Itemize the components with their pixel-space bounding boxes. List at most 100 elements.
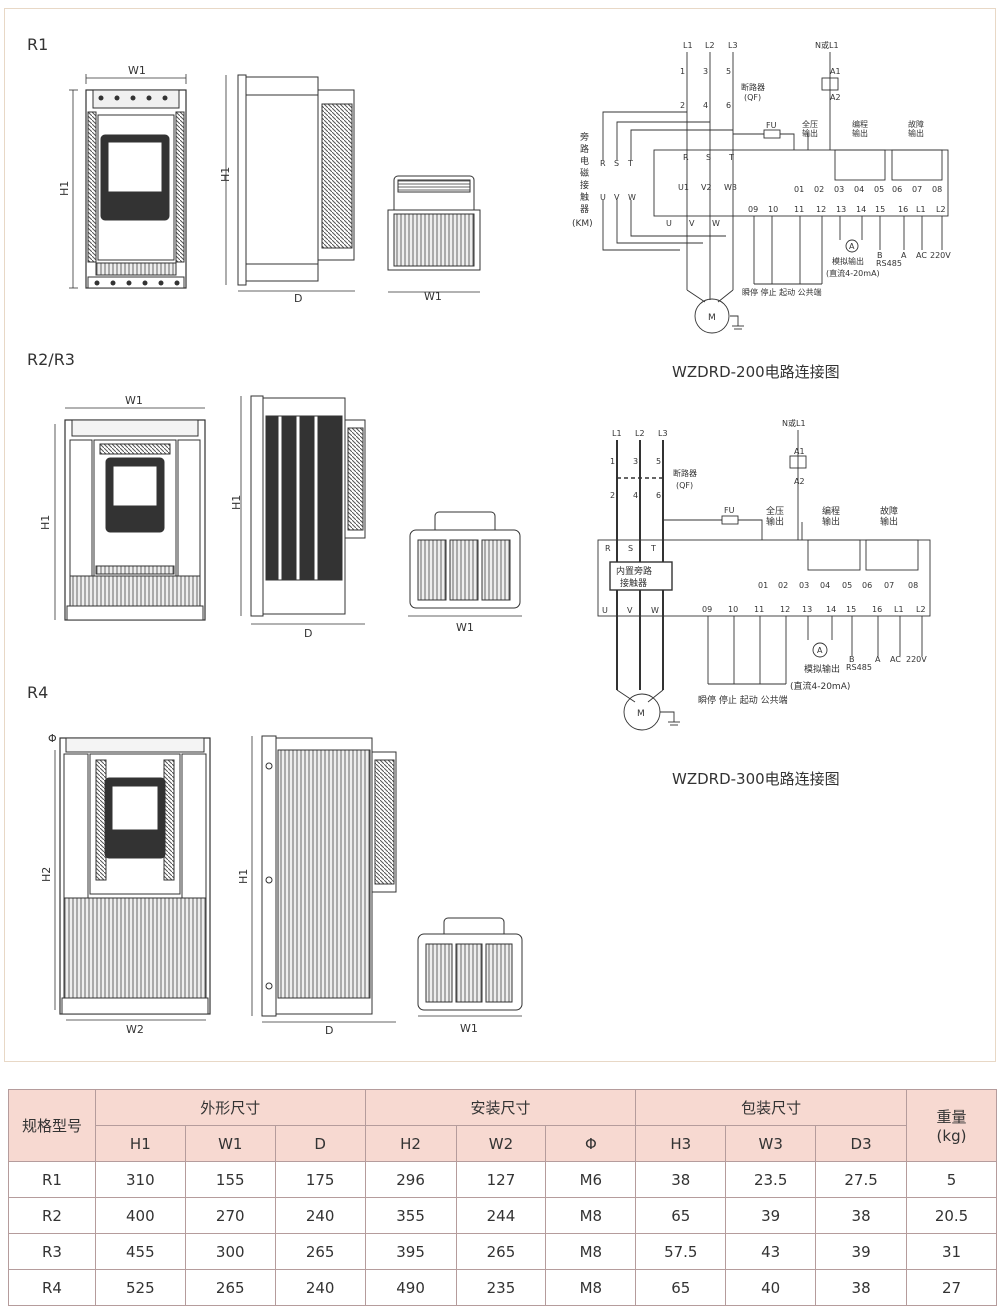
section-r4-label: R4 [27,683,48,702]
col-h2: H2 [364,1125,457,1162]
svg-text:16: 16 [872,605,882,614]
svg-text:15: 15 [846,605,856,614]
svg-text:N或L1: N或L1 [815,40,839,50]
svg-text:W3: W3 [724,183,737,192]
svg-text:器: 器 [580,204,589,215]
svg-text:04: 04 [854,185,864,194]
svg-text:2: 2 [610,491,615,500]
model-header: 规格型号 [8,1089,96,1162]
svg-text:03: 03 [834,185,844,194]
svg-text:6: 6 [656,491,661,500]
svg-text:R: R [600,159,606,168]
svg-text:05: 05 [874,185,884,194]
svg-text:FU: FU [724,506,735,515]
r4-front-w2-label: W2 [126,1023,144,1036]
r4-side-d-label: D [325,1024,333,1037]
r4-bottom-view [417,917,523,1017]
svg-text:编程输出: 编程输出 [822,505,840,527]
svg-text:旁: 旁 [580,131,589,143]
svg-text:A: A [817,646,823,655]
r1-bottom-view [387,175,481,293]
r4-side-h1-label: H1 [237,869,250,884]
svg-text:S: S [706,153,711,162]
r1-front-h1-label: H1 [58,181,71,196]
svg-text:模拟输出: 模拟输出 [832,256,864,266]
svg-text:U: U [600,193,606,202]
r23-front-h1-label: H1 [39,515,52,530]
svg-text:故障输出: 故障输出 [880,505,898,527]
svg-text:02: 02 [778,581,788,590]
outline-dim-header: 外形尺寸 [94,1089,366,1126]
svg-text:全压输出: 全压输出 [766,505,784,527]
svg-text:12: 12 [780,605,790,614]
svg-text:1: 1 [610,457,615,466]
svg-text:14: 14 [856,205,866,214]
svg-text:L1: L1 [683,41,693,50]
col-d3: D3 [815,1125,908,1162]
svg-text:A2: A2 [794,477,805,486]
svg-text:220V: 220V [906,655,927,664]
svg-text:电: 电 [580,155,589,167]
svg-text:13: 13 [836,205,846,214]
svg-text:全压输出: 全压输出 [802,119,818,138]
svg-text:07: 07 [912,185,922,194]
svg-text:V: V [614,193,620,202]
svg-text:A1: A1 [830,67,841,76]
drawing-frame [4,8,996,1062]
svg-text:M: M [637,709,645,719]
svg-text:L2: L2 [916,605,926,614]
r4-front-phi-label: Φ [48,732,57,745]
svg-text:(KM): (KM) [572,219,593,229]
wzdrd300-diagram [597,430,931,731]
svg-text:FU: FU [766,121,777,130]
wzdrd300-labels: L1 L2 L3 N或L1 1 3 5 2 4 6 断路器 (QF) A1 A2… [602,418,927,788]
r1-front-w1-label: W1 [128,64,146,77]
svg-text:U: U [666,219,672,228]
svg-text:13: 13 [802,605,812,614]
col-w3: W3 [725,1125,817,1162]
svg-text:08: 08 [932,185,942,194]
svg-text:U1: U1 [678,183,689,192]
svg-text:W: W [628,193,636,202]
svg-text:接触器: 接触器 [620,577,647,589]
svg-text:1: 1 [680,67,685,76]
r23-bottom-w1-label: W1 [456,621,474,634]
svg-text:T: T [728,153,734,162]
svg-text:A: A [901,251,907,260]
svg-text:2: 2 [680,101,685,110]
wzdrd200-diagram [602,52,949,334]
svg-text:06: 06 [892,185,902,194]
svg-text:L1: L1 [612,429,622,438]
svg-text:V: V [689,219,695,228]
section-r23-label: R2/R3 [27,350,75,369]
svg-text:接: 接 [580,179,589,191]
col-w2: W2 [455,1125,547,1162]
svg-text:14: 14 [826,605,836,614]
svg-text:W: W [712,219,720,228]
svg-text:内置旁路: 内置旁路 [616,565,652,577]
r1-side-view [225,74,355,292]
svg-text:故障输出: 故障输出 [908,119,924,138]
svg-text:路: 路 [580,143,589,155]
svg-text:N或L1: N或L1 [782,418,806,428]
wzdrd300-title: WZDRD-300电路连接图 [672,770,840,788]
svg-text:瞬停 停止 起动 公共端: 瞬停 停止 起动 公共端 [742,287,822,297]
svg-text:5: 5 [726,67,731,76]
svg-text:L1: L1 [916,205,926,214]
svg-text:W: W [651,606,659,615]
svg-text:5: 5 [656,457,661,466]
svg-text:01: 01 [758,581,768,590]
svg-text:R: R [605,544,611,553]
svg-text:模拟输出: 模拟输出 [804,663,840,675]
svg-text:磁: 磁 [580,167,589,179]
svg-text:6: 6 [726,101,731,110]
r4-front-view [54,737,211,1021]
svg-text:08: 08 [908,581,918,590]
weight-header: 重量(kg) [906,1089,997,1162]
col-d: D [274,1125,366,1162]
col-h3: H3 [635,1125,727,1162]
col-h1: H1 [94,1125,186,1162]
